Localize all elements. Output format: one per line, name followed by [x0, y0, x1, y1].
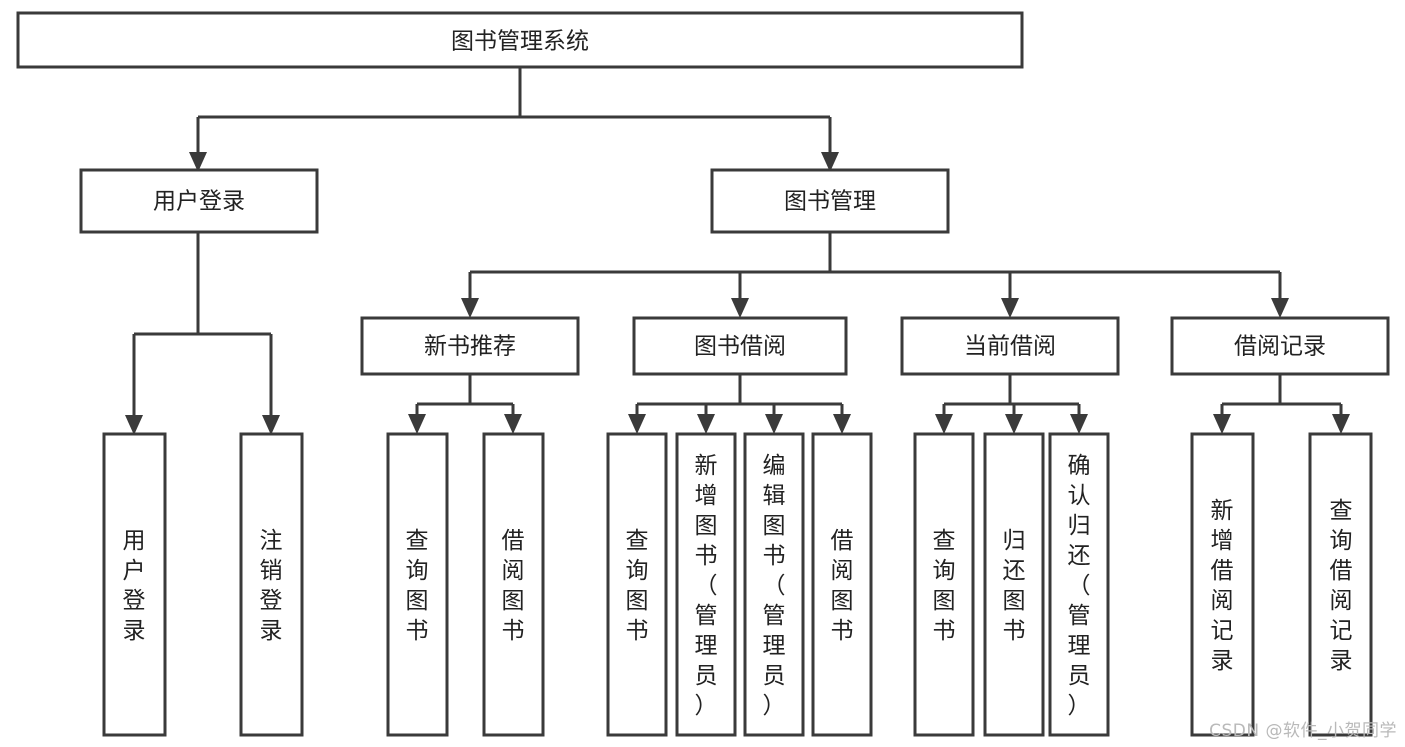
leaf-node[interactable]: 用户登录: [102, 432, 167, 737]
node-box[interactable]: [710, 168, 950, 234]
node-book-management[interactable]: 图书管理: [710, 168, 950, 234]
leaf-label-add-book-admin: 新增图书（管理员）: [695, 453, 718, 719]
arrow-icon: [504, 414, 522, 434]
leaf-node[interactable]: 编辑图书（管理员）: [743, 432, 805, 737]
arrow-icon: [1001, 298, 1019, 318]
node-box[interactable]: [102, 432, 167, 737]
leaf-node[interactable]: 归还图书: [983, 432, 1045, 737]
node-label-root: 图书管理系统: [451, 29, 589, 55]
leaf-label-add-borrow-record: 新增借阅记录: [1211, 498, 1234, 674]
node-box[interactable]: [360, 316, 580, 376]
node-box[interactable]: [743, 432, 805, 737]
leaf-node[interactable]: 新增借阅记录: [1190, 432, 1255, 737]
leaf-label-edit-book-admin: 编辑图书（管理员）: [763, 453, 786, 719]
node-box[interactable]: [632, 316, 848, 376]
node-box[interactable]: [913, 432, 975, 737]
node-box[interactable]: [1190, 432, 1255, 737]
leaf-label-query-borrow-record: 查询借阅记录: [1330, 498, 1353, 674]
leaf-label-logout: 注销登录: [260, 528, 283, 644]
node-box[interactable]: [983, 432, 1045, 737]
node-box[interactable]: [900, 316, 1120, 376]
node-label-current-borrow: 当前借阅: [964, 334, 1056, 360]
node-box[interactable]: [239, 432, 304, 737]
arrow-icon: [408, 414, 426, 434]
node-root-system[interactable]: 图书管理系统: [16, 11, 1024, 69]
node-label-book-management: 图书管理: [784, 189, 876, 215]
node-label-user-login: 用户登录: [153, 189, 245, 215]
node-box[interactable]: [1170, 316, 1390, 376]
node-box[interactable]: [386, 432, 449, 737]
node-box[interactable]: [482, 432, 545, 737]
arrow-icon: [125, 415, 143, 435]
node-borrow-record[interactable]: 借阅记录: [1170, 316, 1390, 376]
arrow-icon: [935, 414, 953, 434]
node-user-login[interactable]: 用户登录: [79, 168, 319, 234]
node-box[interactable]: [606, 432, 668, 737]
arrow-icon: [1332, 414, 1350, 434]
node-label-book-borrow: 图书借阅: [694, 334, 786, 360]
leaf-node[interactable]: 借阅图书: [482, 432, 545, 737]
node-box[interactable]: [16, 11, 1024, 69]
arrow-icon: [1271, 298, 1289, 318]
node-box[interactable]: [811, 432, 873, 737]
leaf-label-borrow-book: 借阅图书: [502, 528, 525, 644]
leaf-node[interactable]: 查询图书: [913, 432, 975, 737]
leaf-label-query-book: 查询图书: [406, 528, 429, 644]
node-box[interactable]: [1048, 432, 1110, 737]
arrow-icon: [1213, 414, 1231, 434]
leaf-label-query-book: 查询图书: [626, 528, 649, 644]
arrow-icon: [262, 415, 280, 435]
leaf-node[interactable]: 查询图书: [606, 432, 668, 737]
arrow-icon: [833, 414, 851, 434]
leaf-label-user-login: 用户登录: [123, 528, 146, 644]
arrow-icon: [697, 414, 715, 434]
arrow-icon: [765, 414, 783, 434]
connector-layer: [125, 67, 1350, 435]
node-label-new-book-recommend: 新书推荐: [424, 334, 516, 360]
watermark-label: CSDN @软件_小贺同学: [1209, 721, 1397, 741]
node-label-borrow-record: 借阅记录: [1234, 334, 1326, 360]
arrow-icon: [461, 298, 479, 318]
node-new-book-recommend[interactable]: 新书推荐: [360, 316, 580, 376]
leaf-label-borrow-book: 借阅图书: [831, 528, 854, 644]
leaf-node[interactable]: 注销登录: [239, 432, 304, 737]
leaf-label-confirm-return-admin: 确认归还（管理员）: [1068, 453, 1091, 719]
node-box[interactable]: [79, 168, 319, 234]
leaf-node[interactable]: 查询借阅记录: [1308, 432, 1373, 737]
leaf-node[interactable]: 新增图书（管理员）: [675, 432, 737, 737]
arrow-icon: [731, 298, 749, 318]
leaf-node[interactable]: 确认归还（管理员）: [1048, 432, 1110, 737]
leaf-node[interactable]: 查询图书: [386, 432, 449, 737]
node-box[interactable]: [675, 432, 737, 737]
leaf-label-return-book: 归还图书: [1003, 528, 1026, 644]
arrow-icon: [1005, 414, 1023, 434]
node-current-borrow[interactable]: 当前借阅: [900, 316, 1120, 376]
arrow-icon: [628, 414, 646, 434]
node-book-borrow[interactable]: 图书借阅: [632, 316, 848, 376]
leaf-label-query-book: 查询图书: [933, 528, 956, 644]
leaf-node[interactable]: 借阅图书: [811, 432, 873, 737]
arrow-icon: [1070, 414, 1088, 434]
node-box[interactable]: [1308, 432, 1373, 737]
